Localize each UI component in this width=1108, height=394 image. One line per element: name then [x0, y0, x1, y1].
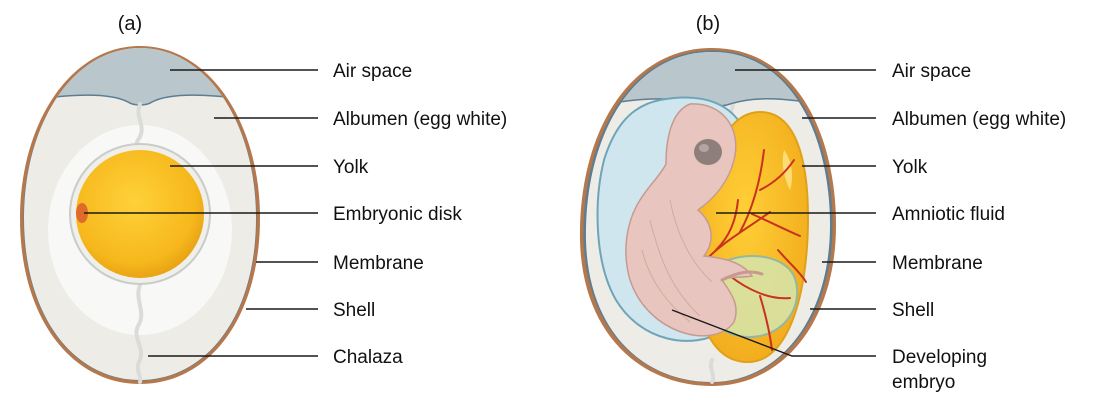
label-chalaza-a: Chalaza [333, 347, 403, 368]
egg-a [20, 40, 265, 390]
label-yolk-b: Yolk [892, 157, 928, 178]
label-embryo-b: embryo [892, 372, 955, 393]
yolk-a [76, 150, 204, 278]
panel-b-letter: (b) [696, 13, 720, 35]
label-shell-a: Shell [333, 300, 375, 321]
panel-a: (a) [20, 13, 507, 390]
label-developing-b: Developing [892, 347, 987, 368]
label-membrane-a: Membrane [333, 253, 424, 274]
egg-b [580, 44, 840, 389]
label-air-space-a: Air space [333, 61, 412, 82]
label-yolk-a: Yolk [333, 157, 369, 178]
label-albumen-a: Albumen (egg white) [333, 109, 507, 130]
label-albumen-b: Albumen (egg white) [892, 109, 1066, 130]
label-embryonic-disk-a: Embryonic disk [333, 204, 462, 225]
panel-a-letter: (a) [118, 13, 142, 35]
label-shell-b: Shell [892, 300, 934, 321]
label-membrane-b: Membrane [892, 253, 983, 274]
embryo-eye [694, 139, 722, 165]
label-air-space-b: Air space [892, 61, 971, 82]
chalaza-bottom-b [711, 360, 713, 382]
panel-b: (b) [580, 13, 1066, 393]
label-amniotic-fluid-b: Amniotic fluid [892, 204, 1005, 225]
